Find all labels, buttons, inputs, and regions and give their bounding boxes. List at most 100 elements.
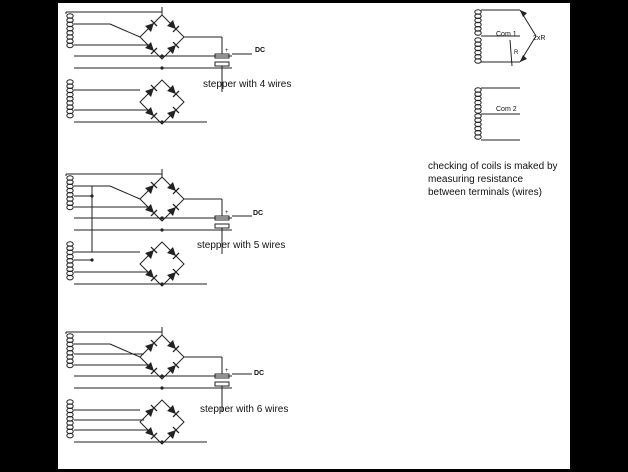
diode-triangle: [167, 272, 176, 281]
coil-loop: [66, 42, 74, 49]
diode-triangle: [145, 204, 154, 213]
diode-bar: [172, 361, 180, 369]
diode-triangle: [167, 85, 176, 94]
diode-triangle: [145, 250, 154, 259]
diode-triangle: [145, 107, 154, 116]
diode-triangle: [145, 427, 154, 436]
diode-bar: [150, 19, 158, 27]
diode: [167, 203, 180, 216]
diode-bar: [172, 268, 180, 276]
junction-dot: [160, 374, 164, 378]
diode: [145, 107, 158, 120]
diode-bar: [150, 432, 158, 440]
diode-bar: [150, 209, 158, 217]
capacitor: +: [214, 368, 230, 392]
coil-loop: [474, 134, 482, 140]
stepper-5-wire-label: stepper with 5 wires: [197, 240, 286, 251]
diode: [167, 106, 180, 119]
diode-bar: [172, 252, 180, 260]
wire: [509, 39, 513, 67]
diode-triangle: [145, 42, 154, 51]
dc-label-5-wire: DC: [253, 210, 264, 217]
diode-triangle: [167, 45, 176, 54]
com2-coil-top: [474, 87, 482, 114]
diode: [145, 19, 158, 32]
diode: [167, 426, 180, 439]
bridge-rectifier: [139, 334, 185, 380]
diode-triangle: [167, 365, 176, 374]
coil-loop: [474, 30, 482, 36]
diode-bar: [172, 25, 180, 33]
capacitor-plate: [214, 223, 230, 229]
diode-triangle: [145, 88, 154, 97]
diode: [145, 362, 158, 375]
diode: [145, 84, 158, 97]
diode-bar: [172, 345, 180, 353]
diode-bar: [172, 41, 180, 49]
junction-dot: [160, 228, 164, 232]
diode-triangle: [145, 362, 154, 371]
diode-triangle: [167, 20, 176, 29]
bridge-rectifier: [139, 399, 185, 445]
coil-a: [66, 175, 74, 211]
diode-bar: [172, 426, 180, 434]
wire: [109, 23, 141, 38]
coil-loop: [66, 112, 74, 119]
junction-dot: [160, 54, 164, 58]
diode-bar: [150, 47, 158, 55]
diode-triangle: [167, 247, 176, 256]
capacitor: +: [214, 210, 230, 234]
diode: [167, 247, 180, 260]
diode-bar: [150, 84, 158, 92]
diode-triangle: [167, 430, 176, 439]
com2-coil-bottom: [474, 113, 482, 140]
junction-dot: [160, 440, 164, 444]
junction-dot: [160, 66, 164, 70]
diode: [167, 20, 180, 33]
diode: [145, 42, 158, 55]
diode-bar: [172, 90, 180, 98]
coil-loop: [66, 432, 74, 439]
diode: [167, 361, 180, 374]
diode-triangle: [145, 185, 154, 194]
diode-bar: [150, 246, 158, 254]
arrow-head: [520, 55, 527, 62]
junction-dot: [160, 386, 164, 390]
diode-bar: [172, 187, 180, 195]
bridge-rectifier: [139, 79, 185, 125]
dc-label-4-wire: DC: [255, 47, 266, 54]
com1-coil-bottom: [474, 37, 482, 64]
junction-dot: [90, 258, 94, 262]
wire: [109, 185, 141, 200]
coil-check-note: checking of coils is maked by measuring …: [428, 161, 558, 198]
bridge-rectifier: [139, 176, 185, 222]
com2-label: Com 2: [496, 106, 517, 113]
diode-bar: [150, 112, 158, 120]
diode: [167, 85, 180, 98]
dc-label-6-wire: DC: [254, 370, 265, 377]
diode: [145, 246, 158, 259]
diode-bar: [150, 404, 158, 412]
junction-dot: [160, 282, 164, 286]
coil-b: [66, 399, 74, 439]
diode-bar: [150, 339, 158, 347]
diode: [167, 340, 180, 353]
diode-bar: [150, 274, 158, 282]
coil-loop: [66, 204, 74, 211]
diode: [145, 181, 158, 194]
diode-triangle: [167, 340, 176, 349]
coil-a: [66, 333, 74, 369]
plus-sign: +: [225, 48, 229, 54]
coil-b: [66, 79, 74, 119]
diode-triangle: [145, 269, 154, 278]
diode-triangle: [145, 23, 154, 32]
wire: [109, 343, 141, 358]
diode: [145, 269, 158, 282]
diode: [145, 339, 158, 352]
coil-loop: [66, 274, 74, 281]
coil-loop: [66, 362, 74, 369]
diode-triangle: [145, 343, 154, 352]
stepper-6-wire-label: stepper with 6 wires: [200, 404, 289, 415]
diode: [145, 404, 158, 417]
